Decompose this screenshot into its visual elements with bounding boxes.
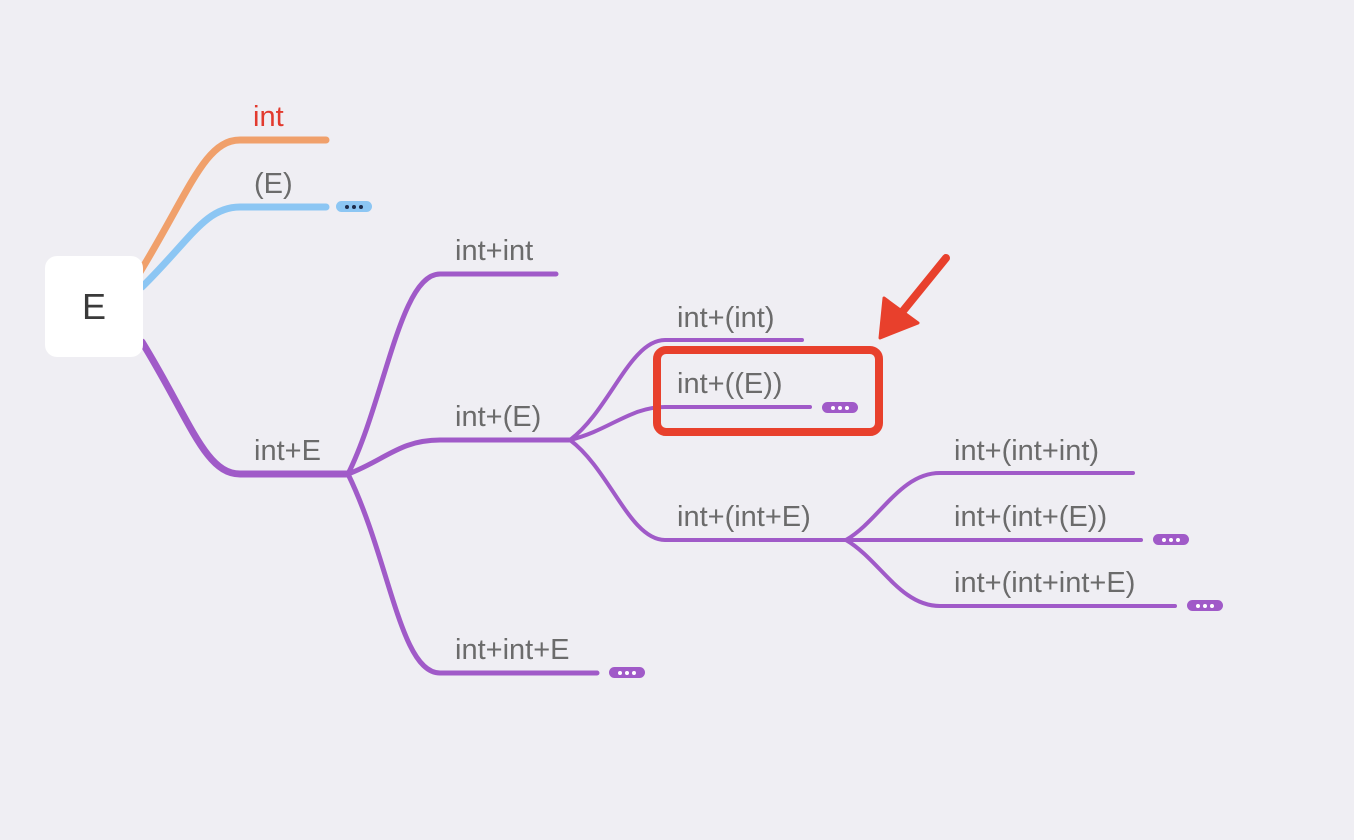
node-int-plus-paren-int-plus-paren-e[interactable]: int+(int+(E)) — [954, 501, 1108, 533]
connector-paren-e — [138, 203, 330, 291]
node-int-plus-paren-int-plus-e[interactable]: int+(int+E) — [677, 501, 811, 533]
ellipsis-dot-icon — [632, 670, 636, 675]
connector-int — [136, 136, 330, 276]
expand-int-plus-paren-int-plus-paren-e-button[interactable] — [1153, 534, 1189, 545]
node-int-plus-paren-int-plus-int-plus-e[interactable]: int+(int+int+E) — [954, 567, 1136, 599]
ellipsis-dot-icon — [618, 670, 622, 675]
ellipsis-dot-icon — [1210, 603, 1214, 608]
connector-int-plus-e — [138, 338, 352, 478]
ellipsis-dot-icon — [838, 405, 842, 410]
node-int-plus-paren-int[interactable]: int+(int) — [677, 302, 775, 334]
ellipsis-dot-icon — [845, 405, 849, 410]
ellipsis-dot-icon — [1162, 537, 1166, 542]
expand-int-plus-double-paren-e-button[interactable] — [822, 402, 858, 413]
root-label: E — [81, 285, 106, 327]
ellipsis-dot-icon — [352, 204, 356, 209]
ellipsis-dot-icon — [1169, 537, 1173, 542]
connector-int-plus-paren-int-plus-int — [844, 471, 1135, 542]
node-int-plus-int-plus-e[interactable]: int+int+E — [455, 634, 570, 666]
connector-int-plus-paren-int-plus-int-plus-e — [844, 538, 1177, 608]
node-int-plus-paren-e[interactable]: int+(E) — [455, 401, 542, 433]
ellipsis-dot-icon — [1196, 603, 1200, 608]
ellipsis-dot-icon — [1176, 537, 1180, 542]
node-int-plus-double-paren-e[interactable]: int+((E)) — [677, 368, 783, 400]
arrow-icon — [878, 254, 950, 340]
connector-int-plus-paren-int — [568, 338, 804, 442]
root-node[interactable]: E — [45, 256, 143, 357]
ellipsis-dot-icon — [831, 405, 835, 410]
ellipsis-dot-icon — [345, 204, 349, 209]
ellipsis-dot-icon — [625, 670, 629, 675]
connector-int-plus-int — [345, 271, 559, 477]
connector-int-plus-double-paren-e — [568, 405, 812, 442]
highlight-box — [653, 346, 883, 436]
node-int-plus-e[interactable]: int+E — [254, 435, 321, 467]
node-int-plus-int[interactable]: int+int — [455, 235, 534, 267]
ellipsis-dot-icon — [359, 204, 363, 209]
connector-int-plus-paren-int-plus-e — [568, 438, 848, 542]
node-paren-e[interactable]: (E) — [254, 168, 293, 200]
expand-int-plus-paren-int-plus-int-plus-e-button[interactable] — [1187, 600, 1223, 611]
node-int[interactable]: int — [253, 101, 284, 133]
expand-int-plus-int-plus-e-button[interactable] — [609, 667, 645, 678]
ellipsis-dot-icon — [1203, 603, 1207, 608]
node-int-plus-paren-int-plus-int[interactable]: int+(int+int) — [954, 435, 1100, 467]
expand-paren-e-button[interactable] — [336, 201, 372, 212]
connector-int-plus-paren-e — [345, 437, 573, 477]
connector-int-plus-int-plus-e — [345, 471, 600, 676]
